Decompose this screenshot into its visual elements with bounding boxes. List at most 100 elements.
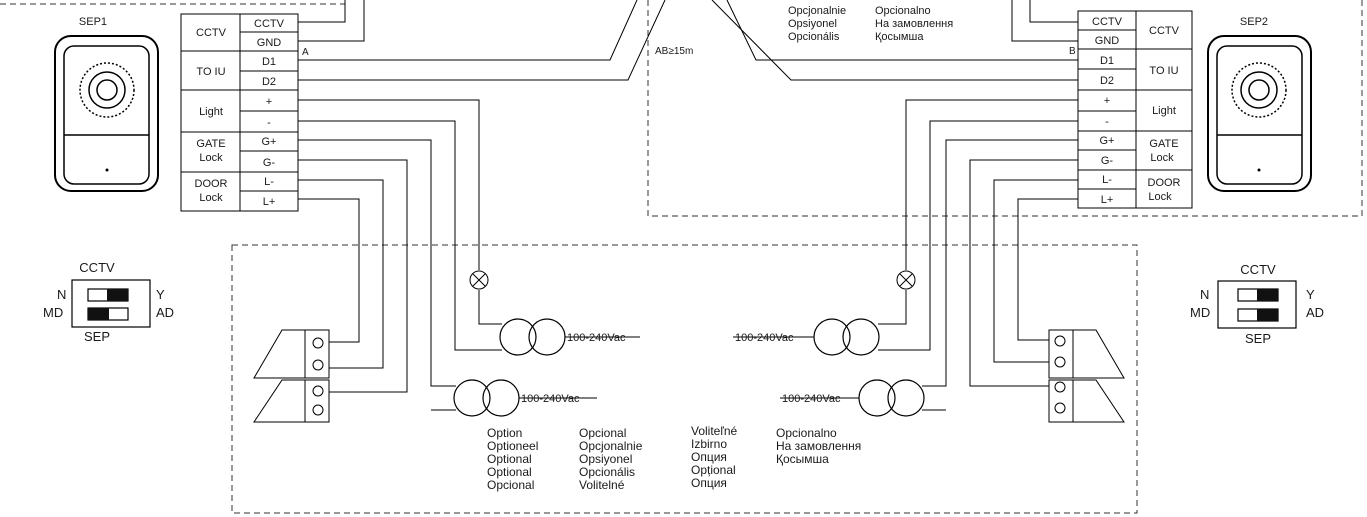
left-pin-l-minus: L- [264, 176, 274, 188]
left-group-light: Light [199, 106, 223, 118]
left-pin-d1: D1 [262, 56, 276, 68]
right-cctv-switch-toggle [1257, 289, 1278, 301]
ac-label-upper-right: 100-240Vac [735, 332, 794, 344]
top-optional-2-1: Opcionalno [875, 5, 931, 17]
transformer-upper-right-icon [813, 318, 880, 356]
left-switch-md-label: MD [43, 305, 63, 320]
right-pin-gnd: GND [1095, 35, 1120, 47]
ac-label-lower-right: 100-240Vac [782, 393, 841, 405]
left-terminal-block [180, 13, 299, 212]
transformer-upper-left-icon [499, 318, 566, 356]
lamp-right-icon [896, 270, 916, 290]
wiring-lines [298, 0, 1078, 411]
optional-zone-dashed-outline [231, 244, 1138, 514]
bottom-optional-text: Option Optioneel Optional Optional Opcio… [487, 424, 861, 492]
left-group-gate: GATE [196, 138, 225, 150]
top-optional-1-3: Opcionális [788, 31, 840, 43]
left-cctv-switch-toggle [107, 289, 128, 301]
door-lock-right-icon [1048, 329, 1125, 379]
sep1-camera-lens-icon [96, 79, 118, 101]
wire-cctv-left [298, 0, 346, 23]
bottom-optional-3-2: Izbirno [691, 437, 727, 451]
wire-light-minus-left [298, 120, 502, 351]
right-pin-l-plus: L+ [1101, 194, 1114, 206]
bottom-optional-1-4: Optional [487, 465, 532, 479]
bottom-optional-4-3: Қосымша [776, 452, 829, 466]
point-b-label: B [1069, 46, 1076, 57]
left-group-to-iu: TO IU [196, 66, 225, 78]
right-sep-switch-toggle [1257, 309, 1278, 321]
right-switch-bottom-label: SEP [1245, 331, 1271, 346]
ac-labels: 100-240Vac 100-240Vac 100-240Vac 100-240… [521, 332, 841, 405]
bottom-optional-1-5: Opcional [487, 478, 534, 492]
sep2-label: SEP2 [1240, 16, 1268, 28]
point-a-label: A [302, 47, 309, 58]
right-switch-ad-label: AD [1306, 305, 1324, 320]
wire-d2-right [711, 0, 1078, 81]
left-pin-g-plus: G+ [262, 136, 277, 148]
right-pin-minus: - [1105, 116, 1109, 128]
right-group-door-lock: Lock [1148, 191, 1172, 203]
right-switch-y-label: Y [1306, 287, 1315, 302]
left-pin-cctv: CCTV [254, 18, 285, 30]
left-group-door: DOOR [195, 178, 228, 190]
bottom-optional-4-1: Opcionalno [776, 426, 837, 440]
top-optional-text: Opcjonalnie Opsiyonel Opcionális Opciona… [788, 5, 953, 43]
bottom-optional-3-1: Voliteľné [691, 424, 738, 438]
left-lock-actuators [253, 329, 330, 423]
wire-gate-minus-right [969, 159, 1078, 387]
left-pin-minus: - [267, 117, 271, 129]
lamps [469, 270, 916, 290]
bottom-optional-2-5: Volitelné [579, 478, 625, 492]
sep1-speaker-grille [79, 62, 135, 118]
left-pin-d2: D2 [262, 76, 276, 88]
bottom-optional-3-3: Опция [691, 450, 727, 464]
ac-label-upper-left: 100-240Vac [567, 332, 626, 344]
bottom-optional-4-2: На замовлення [776, 439, 861, 453]
sep1-label: SEP1 [79, 16, 107, 28]
left-group-gate-lock: Lock [199, 152, 223, 164]
wire-light-plus-left [298, 99, 480, 270]
left-sep-switch-toggle [88, 308, 109, 320]
right-pin-cctv: CCTV [1092, 16, 1123, 28]
wire-light-minus-right [878, 120, 1078, 351]
left-group-door-lock: Lock [199, 192, 223, 204]
wire-door-plus-left [298, 198, 360, 343]
left-switch-bottom-label: SEP [84, 329, 110, 344]
right-pin-l-minus: L- [1102, 174, 1112, 186]
bottom-optional-3-4: Opțional [691, 463, 736, 477]
right-pin-d1: D1 [1100, 55, 1114, 67]
right-switch-n-label: N [1200, 287, 1209, 302]
wire-gate-plus-right [922, 139, 1078, 387]
wire-gnd-right [1011, 0, 1078, 42]
wire-door-minus-right [993, 179, 1078, 363]
wire-gate-minus-left [298, 159, 408, 393]
transformer-lower-right-icon [858, 379, 925, 417]
top-optional-2-3: Қосымша [875, 31, 924, 43]
wire-light-plus-right [905, 99, 1078, 270]
wire-light-lamp-left [478, 290, 502, 325]
right-group-light: Light [1152, 105, 1176, 117]
sep2-device [1207, 35, 1312, 192]
left-switch-top-label: CCTV [79, 260, 115, 275]
left-dip-switch: CCTV SEP N MD Y AD [43, 260, 174, 344]
wire-door-plus-right [1017, 198, 1078, 341]
bottom-optional-2-1: Opcional [579, 426, 626, 440]
gate-lock-right-icon [1048, 379, 1125, 423]
wire-gate-plus-left [298, 139, 456, 387]
left-group-cctv: CCTV [196, 27, 227, 39]
top-optional-2-2: На замовлення [875, 18, 953, 30]
right-group-door: DOOR [1148, 177, 1181, 189]
wire-d2-left [298, 0, 666, 81]
right-zone-dashed-outline [647, 0, 1363, 217]
bottom-optional-3-5: Опция [691, 476, 727, 490]
right-dip-switch: CCTV SEP N MD Y AD [1190, 262, 1324, 346]
bottom-optional-1-3: Optional [487, 452, 532, 466]
right-group-to-iu: TO IU [1149, 65, 1178, 77]
right-lock-actuators [1048, 329, 1125, 423]
transformer-lower-left-icon [453, 379, 520, 417]
left-switch-ad-label: AD [156, 305, 174, 320]
sep1-indicator-dot [105, 168, 109, 172]
right-pin-d2: D2 [1100, 75, 1114, 87]
